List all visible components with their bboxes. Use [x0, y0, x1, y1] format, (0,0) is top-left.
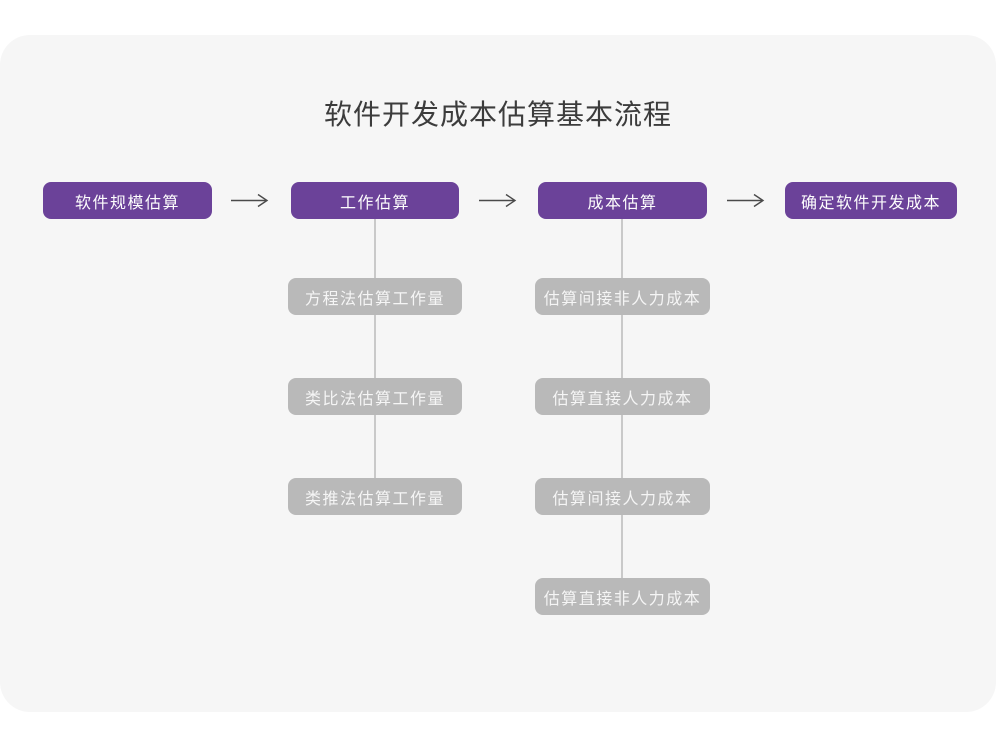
right-arrow-icon: [478, 192, 518, 209]
sub-node-direct-labor-cost: 估算直接人力成本: [535, 378, 710, 415]
sub-node-equation-method: 方程法估算工作量: [288, 278, 462, 315]
flow-node-work-estimation: 工作估算: [291, 182, 459, 219]
flow-node-cost-estimation: 成本估算: [538, 182, 707, 219]
right-arrow-icon: [230, 192, 270, 209]
flow-node-determine-dev-cost: 确定软件开发成本: [785, 182, 957, 219]
sub-node-indirect-labor-cost: 估算间接人力成本: [535, 478, 710, 515]
flow-node-software-scale-estimation: 软件规模估算: [43, 182, 212, 219]
diagram-canvas: 软件开发成本估算基本流程: [0, 35, 996, 712]
diagram-title: 软件开发成本估算基本流程: [323, 99, 672, 130]
right-arrow-icon: [726, 192, 766, 209]
sub-node-analogy-method: 类比法估算工作量: [288, 378, 462, 415]
connector-line-work-estimation: [374, 219, 376, 489]
sub-node-extrapolation-method: 类推法估算工作量: [288, 478, 462, 515]
sub-node-indirect-nonlabor-cost: 估算间接非人力成本: [535, 278, 710, 315]
sub-node-direct-nonlabor-cost: 估算直接非人力成本: [535, 578, 710, 615]
